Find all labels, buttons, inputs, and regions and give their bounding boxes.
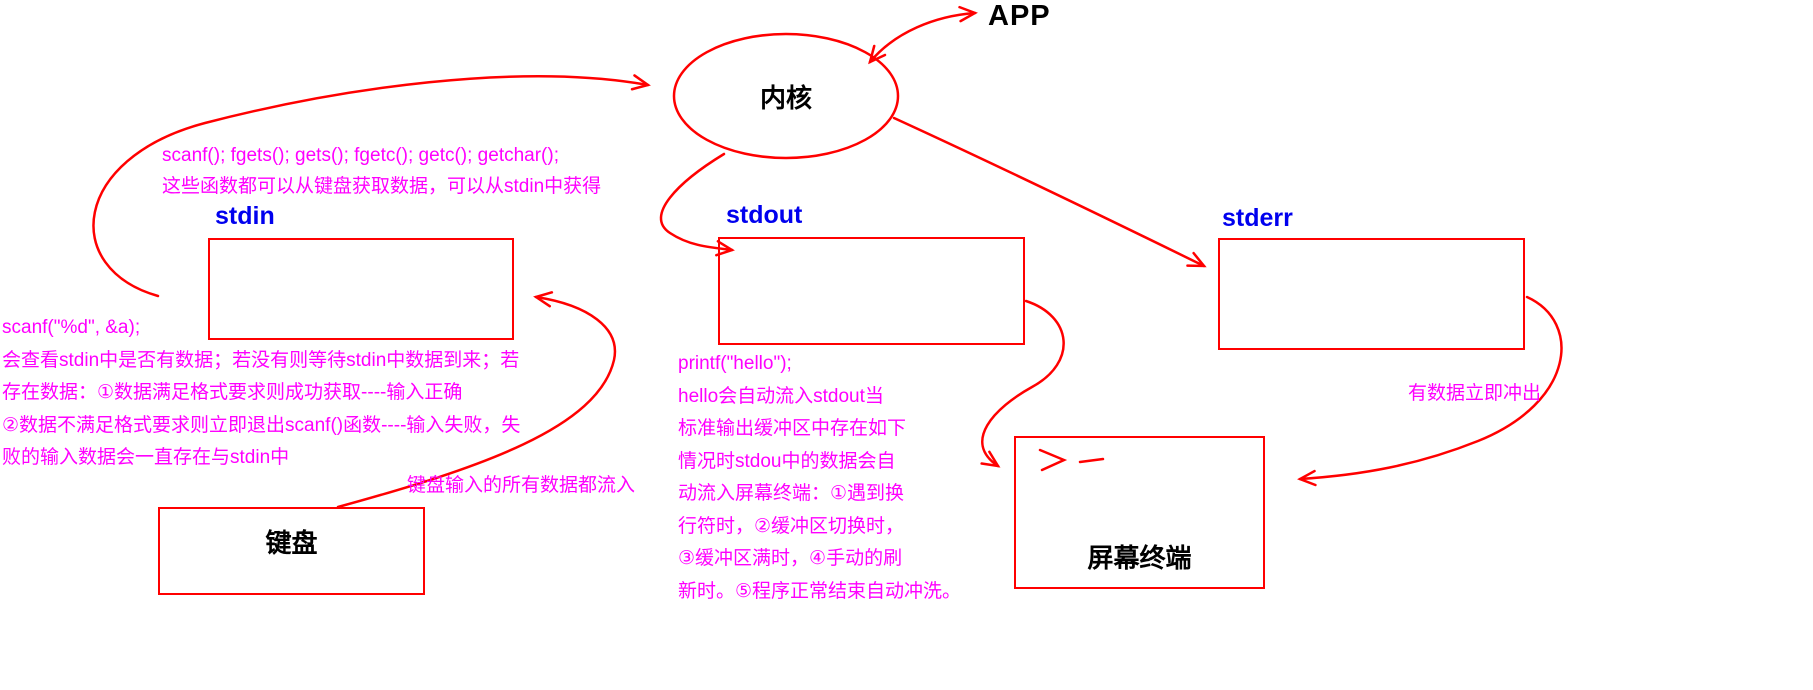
printf-note-line-5: 动流入屏幕终端：①遇到换 xyxy=(678,483,905,504)
stderr-label: stderr xyxy=(1222,204,1293,232)
printf-note-line-8: 新时。⑤程序正常结束自动冲洗。 xyxy=(678,580,962,602)
stdin-box xyxy=(208,238,514,340)
stderr-flush-note: 有数据立即冲出 xyxy=(1408,383,1542,404)
arrow-kernel-to-stderr xyxy=(892,116,1207,268)
keyboard-box xyxy=(158,507,425,595)
printf-note-line-4: 情况时stdou中的数据会自 xyxy=(678,450,896,472)
terminal-box xyxy=(1014,436,1265,589)
kernel-label: 内核 xyxy=(759,82,812,113)
terminal-prompt-icon xyxy=(1038,448,1105,472)
scanf-note-line-5: 败的输入数据会一直存在与stdin中 xyxy=(2,447,290,468)
arrow-stdin-to-kernel xyxy=(92,74,651,298)
keyboard-label: 键盘 xyxy=(265,527,318,558)
printf-note-line-2: hello会自动流入stdout当 xyxy=(678,385,884,407)
kernel-ellipse xyxy=(672,32,900,160)
arrow-kernel-to-stdout xyxy=(659,152,735,257)
printf-note: printf("hello"); hello会自动流入stdout当 标准输出缓… xyxy=(678,348,961,608)
app-label: APP xyxy=(988,0,1051,32)
scanf-note-line-4: ②数据不满足格式要求则立即退出scanf()函数----输入失败，失 xyxy=(2,414,521,436)
arrow-keyboard-to-stdin xyxy=(336,291,617,509)
stdin-functions-line-1: scanf(); fgets(); gets(); fgetc(); getc(… xyxy=(162,145,559,166)
printf-note-line-7: ③缓冲区满时，④手动的刷 xyxy=(678,548,903,569)
scanf-note-line-2: 会查看stdin中是否有数据；若没有则等待stdin中数据到来；若 xyxy=(2,349,520,371)
printf-note-line-1: printf("hello"); xyxy=(678,353,792,374)
scanf-note-line-1: scanf("%d", &a); xyxy=(2,317,141,338)
stderr-box xyxy=(1218,238,1525,350)
keyboard-flow-note: 键盘输入的所有数据都流入 xyxy=(407,475,636,496)
stdin-functions-note: scanf(); fgets(); gets(); fgetc(); getc(… xyxy=(162,140,601,202)
terminal-label: 屏幕终端 xyxy=(1087,542,1192,573)
scanf-note: scanf("%d", &a); 会查看stdin中是否有数据；若没有则等待st… xyxy=(2,312,520,475)
arrow-stderr-to-terminal xyxy=(1297,295,1563,487)
printf-note-line-3: 标准输出缓冲区中存在如下 xyxy=(678,418,907,439)
stdin-functions-line-2: 这些函数都可以从键盘获取数据，可以从stdin中获得 xyxy=(162,176,602,197)
scanf-note-line-3: 存在数据：①数据满足格式要求则成功获取----输入正确 xyxy=(2,382,463,403)
stdout-box xyxy=(718,237,1025,345)
arrow-stdout-to-terminal xyxy=(980,299,1065,468)
stdin-label: stdin xyxy=(215,202,275,230)
printf-note-line-6: 行符时，②缓冲区切换时， xyxy=(678,515,905,537)
arrow-kernel-app xyxy=(868,5,978,65)
stdout-label: stdout xyxy=(726,201,803,229)
